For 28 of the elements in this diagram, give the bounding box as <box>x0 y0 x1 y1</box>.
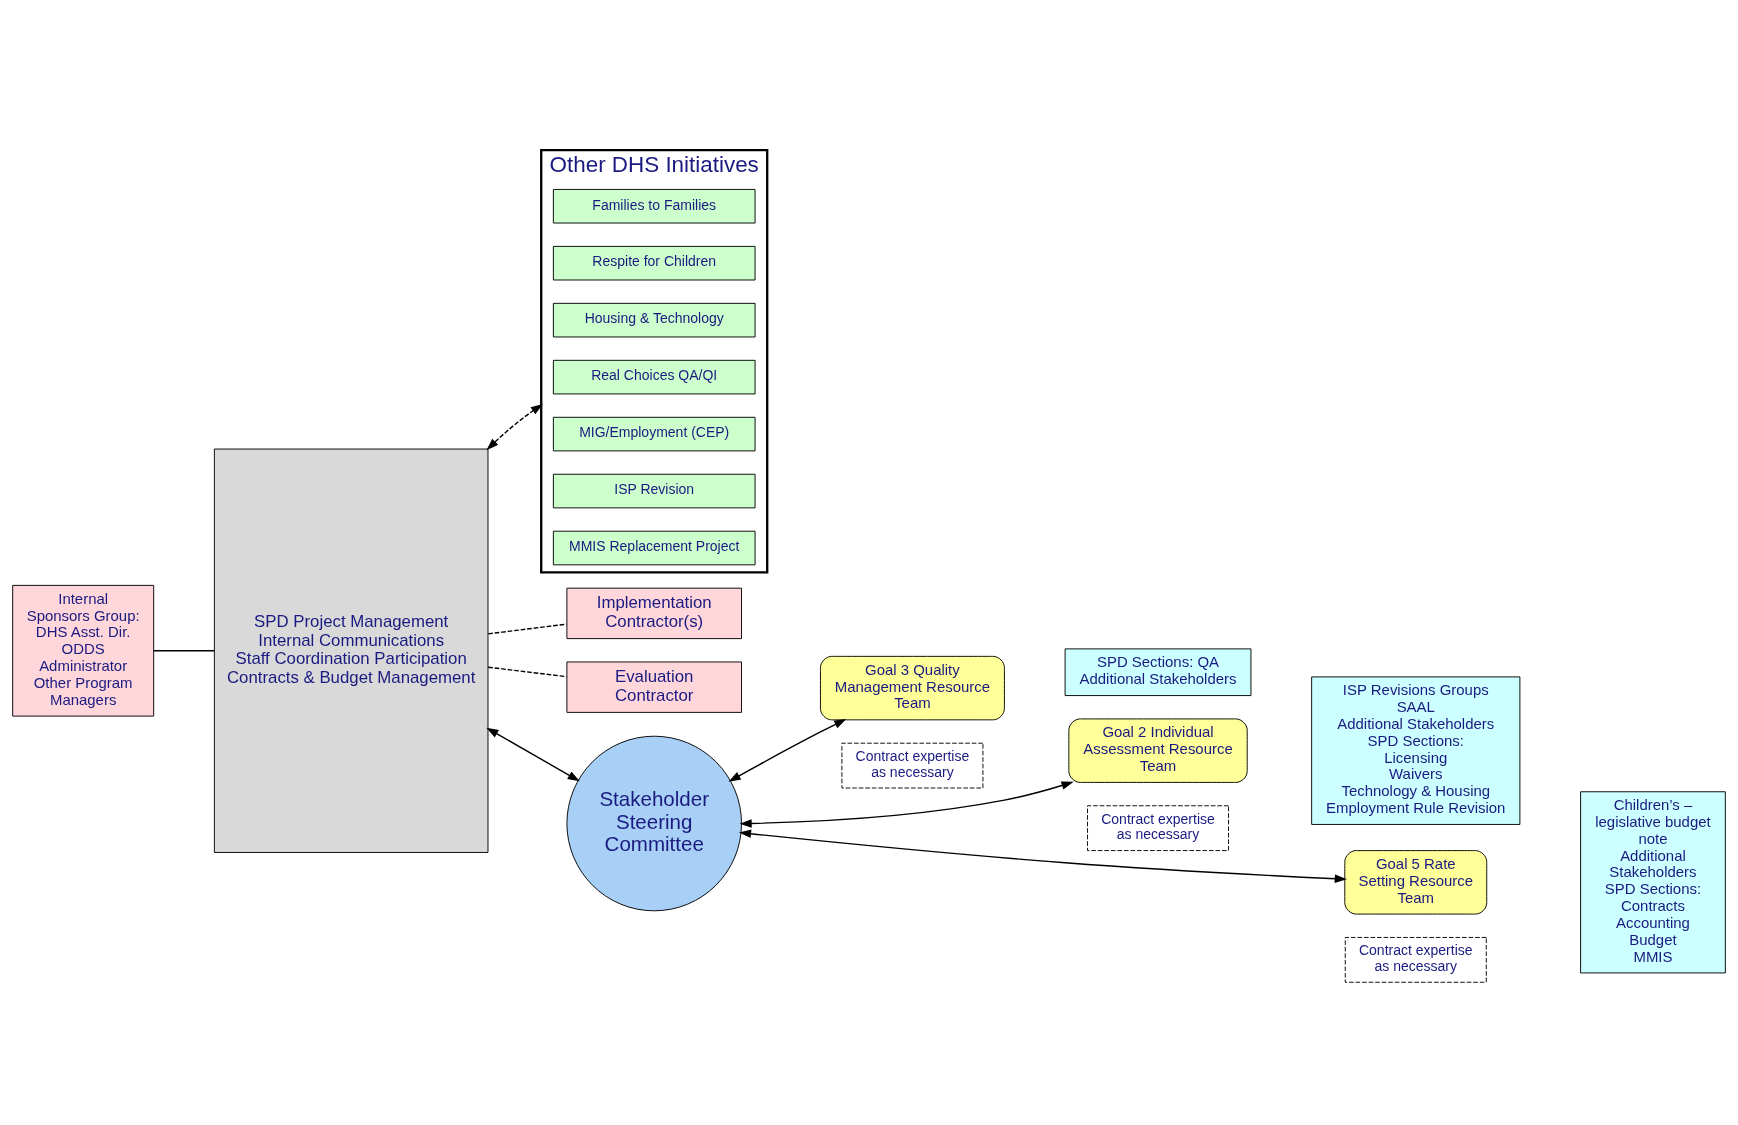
node-box: Families to Families <box>552 188 756 224</box>
arrow <box>486 403 543 451</box>
node-box: SPD Sections: QA Additional Stakeholders <box>1064 648 1252 697</box>
connector <box>487 623 568 635</box>
node-box: Contract expertise as necessary <box>1344 936 1487 983</box>
node-box: ISP Revisions Groups SAAL Additional Stakeholders SPD Sections: Licensing Waivers Technology & Housing Employment Rule Revision <box>1311 676 1521 825</box>
node-box: Contract expertise as necessary <box>841 742 984 789</box>
node-box: Implementation Contractor(s) <box>566 587 742 640</box>
node-box: Goal 3 Quality Management Resource Team <box>819 655 1005 721</box>
node-box: Evaluation Contractor <box>566 661 742 713</box>
node-box: Children’s – legislative budget note Additional Stakeholders SPD Sections: Contracts Accounting Budget MMIS <box>1580 791 1726 974</box>
node-box: Goal 2 Individual Assessment Resource Team <box>1068 718 1248 783</box>
arrow <box>728 718 847 782</box>
connector <box>487 666 568 678</box>
node-box: Respite for Children <box>552 245 756 281</box>
node-box: Real Choices QA/QI <box>552 359 756 395</box>
arrow <box>486 727 580 782</box>
node-box: Contract expertise as necessary <box>1087 805 1229 852</box>
node-box: Housing & Technology <box>552 302 756 338</box>
node-box: SPD Project Management Internal Communications Staff Coordination Participation Contracts & Budget Management <box>213 448 489 853</box>
node-box: MIG/Employment (CEP) <box>552 416 756 452</box>
node-box: MMIS Replacement Project <box>552 530 756 566</box>
arrow <box>739 781 1074 828</box>
connector <box>153 650 215 652</box>
node-box: Goal 5 Rate Setting Resource Team <box>1344 850 1488 915</box>
arrow <box>738 829 1347 883</box>
node-box: Internal Sponsors Group: DHS Asst. Dir. ODDS Administrator Other Program Managers <box>12 584 155 717</box>
node-box: ISP Revision <box>552 473 756 509</box>
